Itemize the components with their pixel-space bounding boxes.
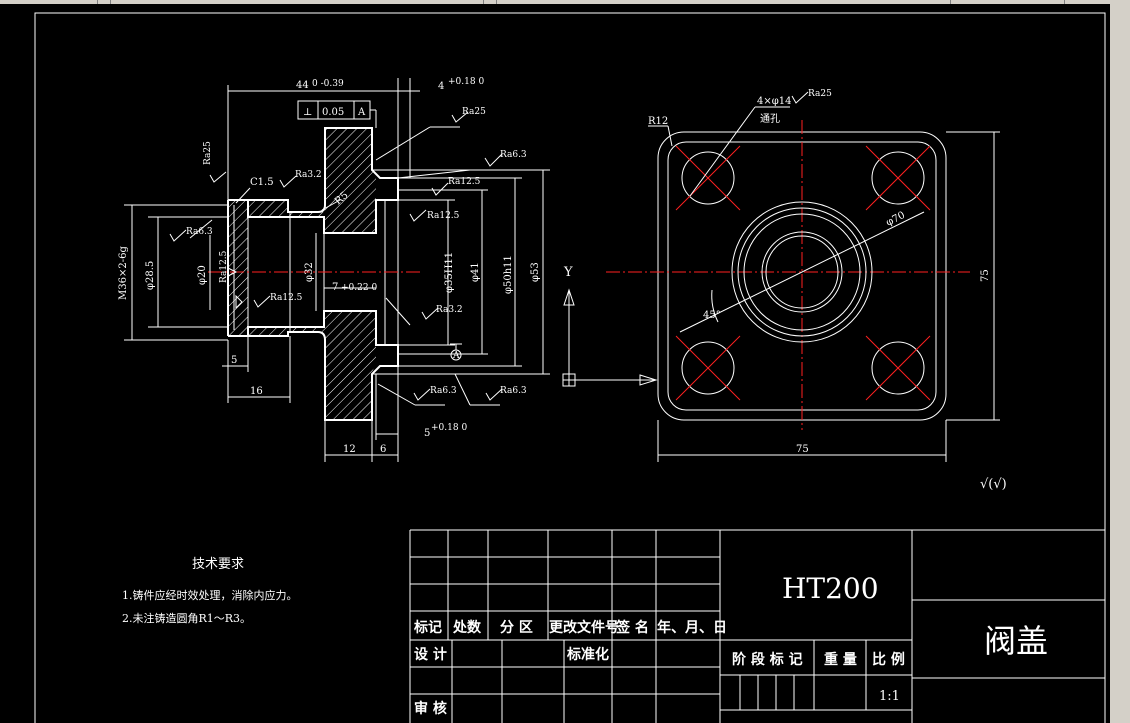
dim-5-right-tol: +0.18 0 bbox=[431, 423, 467, 433]
dim-4-tol: +0.18 0 bbox=[448, 77, 484, 87]
tech-line-2: 2.未注铸造圆角R1～R3。 bbox=[122, 611, 251, 625]
dim-44-tol: 0 -0.39 bbox=[312, 79, 344, 89]
general-roughness: √(√) bbox=[980, 477, 1007, 492]
roughness-r25-b: Ra25 bbox=[203, 141, 213, 165]
tb-stage: 阶 段 标 记 bbox=[732, 651, 803, 668]
roughness-r125-b: Ra12.5 bbox=[427, 211, 460, 221]
top-toolbar-strip bbox=[0, 0, 1130, 4]
dim-r12: R12 bbox=[648, 116, 668, 127]
tb-col-gengai: 更改文件号 bbox=[549, 619, 619, 636]
tb-part-name: 阀盖 bbox=[984, 622, 1048, 660]
tech-heading: 技术要求 bbox=[192, 557, 244, 572]
tb-col-biaoji: 标记 bbox=[413, 619, 442, 636]
tb-col-date: 年、月、日 bbox=[657, 619, 727, 636]
roughness-r63-d: Ra6.3 bbox=[500, 386, 527, 396]
dim-5-right: 5 bbox=[424, 428, 430, 439]
dim-44: 44 bbox=[296, 80, 309, 91]
right-scrollbar[interactable] bbox=[1110, 4, 1130, 723]
dim-45: 45° bbox=[703, 310, 721, 321]
drawing-frame bbox=[34, 12, 1106, 723]
tb-scale: 1:1 bbox=[879, 689, 900, 704]
cad-drawing-canvas[interactable]: 44 0 -0.39 4 +0.18 0 ⊥ 0.05 A Ra25 Ra6.3… bbox=[0, 4, 1110, 723]
dim-5: 5 bbox=[231, 355, 237, 366]
end-view: φ70 45° R12 4×φ14 通孔 Ra25 75 75 bbox=[606, 89, 1000, 462]
roughness-r63-c: Ra6.3 bbox=[430, 386, 457, 396]
tb-row-biaozhunhua: 标准化 bbox=[566, 646, 609, 663]
tb-col-qianming: 签 名 bbox=[615, 619, 649, 636]
roughness-r63-b: Ra6.3 bbox=[186, 227, 213, 237]
tb-row-sheji: 设 计 bbox=[414, 646, 447, 663]
dim-m36: M36×2-6g bbox=[118, 246, 129, 300]
tb-col-fenqu: 分 区 bbox=[500, 620, 533, 636]
axis-y-label: Y bbox=[563, 265, 573, 280]
svg-text:⊥: ⊥ bbox=[303, 107, 312, 118]
tol-frame-datum: A bbox=[357, 107, 366, 118]
dim-h75: 75 bbox=[980, 269, 991, 282]
title-block: 标记 处数 分 区 更改文件号 签 名 年、月、日 设 计 标准化 审 核 HT… bbox=[409, 529, 1106, 723]
roughness-r25-c: Ra25 bbox=[808, 89, 832, 99]
dim-16: 16 bbox=[250, 386, 263, 397]
dim-4: 4 bbox=[438, 81, 444, 92]
roughness-r125-c: Ra12.5 bbox=[219, 250, 229, 283]
dim-d32: φ32 bbox=[304, 262, 315, 282]
tb-scale-label: 比 例 bbox=[872, 651, 905, 668]
dim-d35h11: φ35H11 bbox=[444, 252, 455, 293]
roughness-r25-a: Ra25 bbox=[462, 107, 486, 117]
tb-weight: 重 量 bbox=[824, 651, 857, 668]
tb-col-chushu: 处数 bbox=[452, 619, 482, 636]
roughness-r32-a: Ra3.2 bbox=[295, 170, 322, 180]
tech-line-1: 1.铸件应经时效处理，消除内应力。 bbox=[122, 588, 298, 602]
tb-row-shenhe: 审 核 bbox=[414, 700, 447, 717]
dim-7: 7 bbox=[332, 282, 338, 293]
dim-6: 6 bbox=[380, 444, 386, 455]
view-direction-indicator: Y bbox=[562, 265, 658, 387]
dim-d285: φ28.5 bbox=[145, 261, 156, 290]
tb-material: HT200 bbox=[782, 572, 879, 605]
dim-d53: φ53 bbox=[530, 262, 541, 282]
tol-frame-value: 0.05 bbox=[322, 107, 344, 118]
section-view: 44 0 -0.39 4 +0.18 0 ⊥ 0.05 A Ra25 Ra6.3… bbox=[118, 77, 550, 462]
dim-d41: φ41 bbox=[470, 262, 481, 282]
technical-requirements: 技术要求 1.铸件应经时效处理，消除内应力。 2.未注铸造圆角R1～R3。 bbox=[122, 557, 298, 625]
dim-12: 12 bbox=[343, 444, 356, 455]
dim-holes-note: 通孔 bbox=[760, 113, 780, 125]
roughness-r63-a: Ra6.3 bbox=[500, 150, 527, 160]
dim-d20: φ20 bbox=[197, 265, 208, 285]
dim-holes: 4×φ14 bbox=[757, 96, 791, 107]
dim-7-tol: +0.22 0 bbox=[341, 283, 377, 293]
dim-w75: 75 bbox=[796, 444, 809, 455]
datum-a: A bbox=[452, 351, 460, 361]
roughness-r32-b: Ra3.2 bbox=[436, 305, 463, 315]
dim-d50h11: φ50h11 bbox=[503, 255, 514, 294]
dim-c15: C1.5 bbox=[250, 177, 274, 188]
roughness-r125-a: Ra12.5 bbox=[448, 177, 481, 187]
roughness-r125-d: Ra12.5 bbox=[270, 293, 303, 303]
